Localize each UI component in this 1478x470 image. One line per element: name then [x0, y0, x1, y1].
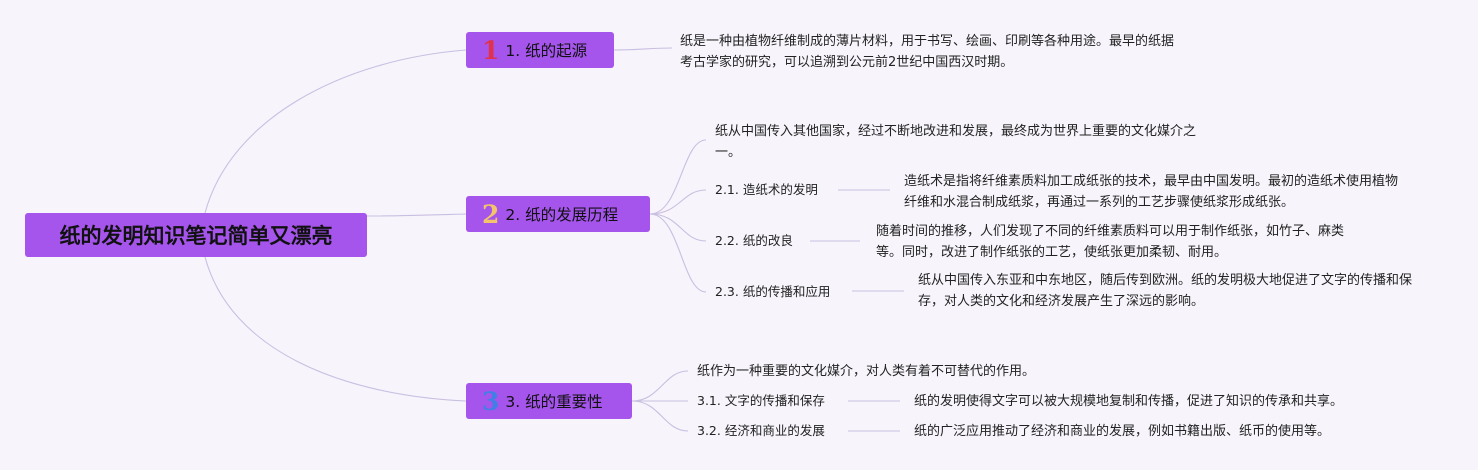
branch-topic-3[interactable]: 3 3. 纸的重要性	[466, 383, 632, 419]
link-branch-2-note	[649, 139, 707, 215]
sub-2-1-note: 造纸术是指将纤维素质料加工成纸张的技术，最早由中国发明。最初的造纸术使用植物纤维…	[904, 174, 1399, 210]
branch-3-note: 纸作为一种重要的文化媒介，对人类有着不可替代的作用。	[697, 364, 1036, 379]
link-root-branch-3	[204, 256, 467, 402]
link-branch-2-sub-2	[649, 213, 707, 242]
sub-topic-3-1[interactable]: 3.1. 文字的传播和保存	[697, 393, 825, 408]
sub-topic-2-2[interactable]: 2.2. 纸的改良	[715, 233, 793, 248]
link-branch-1-note	[613, 47, 673, 51]
sub-topic-3-2[interactable]: 3.2. 经济和商业的发展	[697, 423, 825, 438]
sub-2-3-note: 纸从中国传入东亚和中东地区，随后传到欧洲。纸的发明极大地促进了文字的传播和保存，…	[918, 273, 1413, 309]
root-title: 纸的发明知识笔记简单又漂亮	[59, 224, 333, 248]
sub-2-2-note: 随着时间的推移，人们发现了不同的纤维素质料可以用于制作纸张，如竹子、麻类等。同时…	[876, 224, 1345, 260]
branch-topic-2[interactable]: 2 2. 纸的发展历程	[466, 196, 650, 232]
sub-3-2-note: 纸的广泛应用推动了经济和商业的发展，例如书籍出版、纸币的使用等。	[914, 424, 1331, 439]
sub-3-1-note: 纸的发明使得文字可以被大规模地复制和传播，促进了知识的传承和共享。	[914, 394, 1344, 409]
link-branch-3-note	[631, 370, 689, 402]
sub-topic-2-3[interactable]: 2.3. 纸的传播和应用	[715, 284, 831, 299]
link-branch-2-sub-3	[649, 213, 707, 293]
link-branch-2-sub-1	[649, 189, 707, 215]
branch-1-title: 1. 纸的起源	[505, 42, 588, 60]
link-root-branch-1	[204, 49, 467, 214]
branch-3-title: 3. 纸的重要性	[505, 393, 603, 411]
number-2-icon: 2	[482, 199, 500, 229]
branch-2-note: 纸从中国传入其他国家，经过不断地改进和发展，最终成为世界上重要的文化媒介之一。	[715, 124, 1197, 160]
root-topic[interactable]: 纸的发明知识笔记简单又漂亮	[25, 213, 367, 257]
number-3-icon: 3	[482, 386, 500, 416]
branch-1-note: 纸是一种由植物纤维制成的薄片材料，用于书写、绘画、印刷等各种用途。最早的纸据考古…	[680, 34, 1175, 70]
sub-topic-2-1[interactable]: 2.1. 造纸术的发明	[715, 182, 818, 197]
number-1-icon: 1	[482, 35, 500, 65]
link-branch-3-sub-2	[631, 400, 689, 432]
branch-topic-1[interactable]: 1 1. 纸的起源	[466, 32, 614, 68]
branch-2-title: 2. 纸的发展历程	[505, 206, 619, 224]
link-root-branch-2	[366, 213, 467, 217]
